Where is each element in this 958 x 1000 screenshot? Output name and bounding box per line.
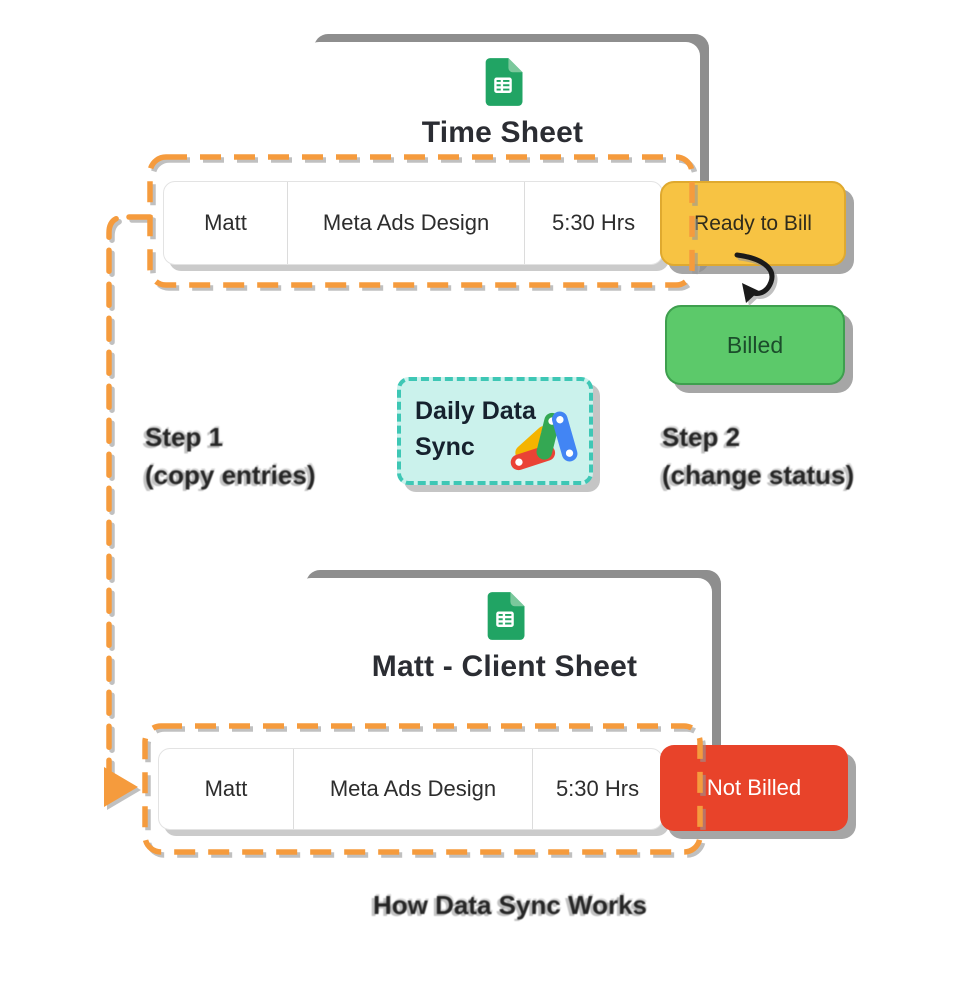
sync-label-line1: Daily Data [415,397,536,425]
step-1-label: Step 1 (copy entries) [145,418,385,494]
google-sheets-icon [487,592,524,640]
diagram-caption: How Data Sync Works [372,890,648,920]
cell-person: Matt [159,749,294,829]
cell-hours: 5:30 Hrs [551,210,636,235]
cell-task: Meta Ads Design [288,182,526,264]
status-badge-not-billed: Not Billed [660,745,848,831]
status-badge-ready-to-bill: Ready to Bill [660,181,846,266]
google-sheets-icon [485,58,522,106]
sync-connector-line [106,214,153,790]
sync-label: Daily Data Sync [415,393,536,465]
sync-connector-arrowhead [104,767,138,807]
cell-hours: 5:30 Hrs [555,776,640,801]
daily-data-sync-box: Daily Data Sync [397,377,593,485]
status-badge-billed: Billed [665,305,845,385]
step-1-title: Step 1 [145,422,224,452]
step-1-subtitle: (copy entries) [145,460,316,490]
cell-task: Meta Ads Design [294,749,534,829]
apps-script-icon [510,411,578,471]
client-sheet-title: Matt - Client Sheet [371,650,638,683]
time-sheet-title: Time Sheet [421,116,584,149]
step-2-title: Step 2 [662,422,741,452]
timesheet-entry-row: Matt Meta Ads Design 5:30 Hrs [163,181,663,265]
client-entry-row: Matt Meta Ads Design 5:30 Hrs [158,748,663,830]
sync-label-line2: Sync [415,433,475,461]
status-change-arrowhead [742,283,759,303]
step-2-label: Step 2 (change status) [662,418,932,494]
step-2-subtitle: (change status) [662,460,855,490]
cell-person: Matt [164,182,289,264]
client-sheet-card: Matt - Client Sheet [297,578,712,775]
